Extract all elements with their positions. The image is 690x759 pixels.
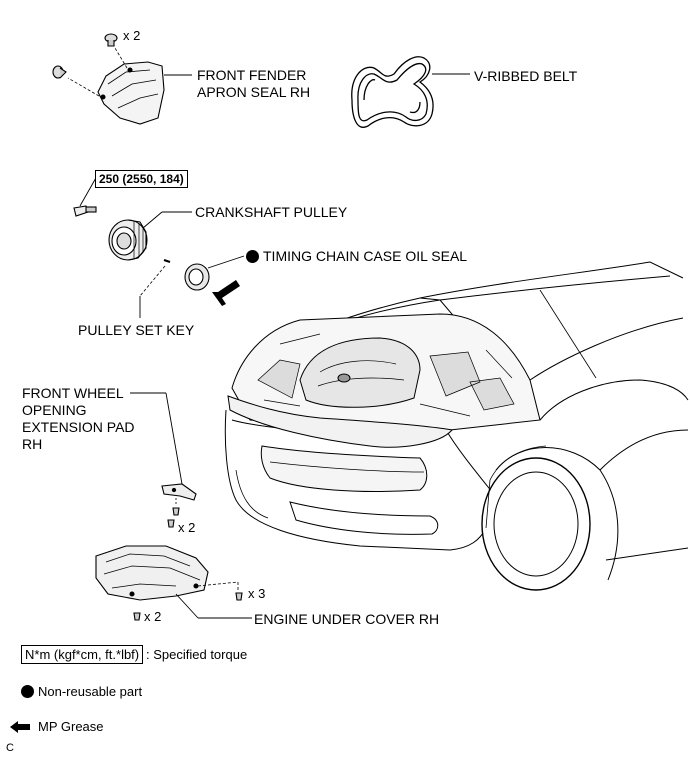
apron-seal-clip-left [52, 65, 67, 79]
front-wheel-pad-label-line3: EXTENSION PAD [22, 419, 135, 435]
legend-torque-text: : Specified torque [146, 647, 248, 662]
legend-grease-text: MP Grease [38, 719, 104, 734]
non-reusable-dot-icon [246, 250, 259, 263]
mp-grease-arrow-icon [212, 280, 240, 306]
corner-code: C [6, 742, 14, 754]
v-ribbed-belt-label: V-RIBBED BELT [474, 68, 578, 84]
pulley-set-key-label: PULLEY SET KEY [78, 322, 195, 338]
front-fender-apron-seal-label-line2: APRON SEAL RH [197, 84, 311, 100]
legend-dot-icon [21, 685, 34, 698]
apron-seal-clip-top [104, 33, 118, 47]
legend-non-reusable: Non-reusable part [21, 684, 142, 699]
front-wheel-pad-label-line1: FRONT WHEEL [22, 385, 124, 401]
timing-chain-case-oil-seal-drawing [184, 255, 245, 306]
legend-non-reusable-text: Non-reusable part [38, 684, 143, 699]
front-fender-apron-seal-drawing [67, 47, 192, 125]
legend-torque-unit: N*m (kgf*cm, ft.*lbf) [21, 645, 144, 664]
legend-grease-arrow-icon [10, 721, 30, 733]
timing-chain-case-oil-seal-text: TIMING CHAIN CASE OIL SEAL [263, 248, 468, 264]
crankshaft-pulley-label: CRANKSHAFT PULLEY [195, 204, 348, 220]
under-cover-right-bolt-quantity: x 3 [248, 586, 266, 601]
front-wheel-pad-label-line2: OPENING [22, 402, 87, 418]
front-wheel-pad-label-line4: RH [22, 436, 43, 452]
vehicle-front-view-drawing [224, 261, 689, 591]
timing-chain-case-oil-seal-label: TIMING CHAIN CASE OIL SEAL [246, 248, 467, 265]
apron-seal-clip-quantity: x 2 [123, 28, 141, 43]
crankshaft-bolt-drawing [73, 175, 98, 217]
engine-under-cover-label: ENGINE UNDER COVER RH [254, 611, 440, 627]
crankshaft-bolt-torque-value: 250 (2550, 184) [95, 170, 188, 188]
front-wheel-opening-extension-pad-label: FRONT WHEEL OPENING EXTENSION PAD RH [22, 385, 135, 453]
v-ribbed-belt-drawing [351, 56, 470, 128]
pulley-set-key-drawing [139, 259, 171, 318]
pad-clip-quantity: x 2 [178, 520, 196, 535]
front-fender-apron-seal-label: FRONT FENDER APRON SEAL RH [197, 67, 310, 101]
front-wheel-opening-extension-pad-drawing [130, 392, 197, 528]
under-cover-left-bolt-quantity: x 2 [144, 609, 162, 624]
front-fender-apron-seal-label-line1: FRONT FENDER [197, 67, 307, 83]
crankshaft-pulley-drawing [108, 211, 192, 261]
engine-under-cover-drawing [95, 545, 252, 621]
